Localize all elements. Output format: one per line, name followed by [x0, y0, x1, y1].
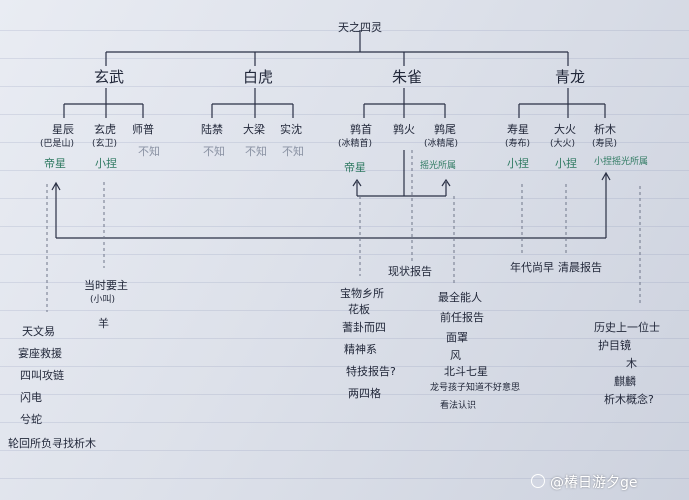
- general-alias: (寿民): [592, 139, 618, 149]
- root-label: 天之四灵: [338, 21, 382, 34]
- note-line: 兮蛇: [20, 413, 42, 426]
- note-line: 宝物乡所: [340, 287, 384, 300]
- general-alias: (玄卫): [92, 139, 118, 149]
- note-line: 四叫攻链: [20, 369, 64, 382]
- note-line: 天文易: [22, 325, 55, 338]
- note-line: 蓍卦而四: [342, 321, 386, 334]
- note-line: 精神系: [344, 343, 377, 356]
- note-line: 析木概念?: [604, 393, 654, 406]
- note-line: 护目镜: [598, 339, 631, 352]
- general-alias: (巴是山): [40, 139, 75, 149]
- note-line: 宴座救援: [18, 347, 62, 360]
- general-name: 玄虎: [94, 123, 116, 136]
- note-line: 轮回所负寻找析木: [8, 437, 96, 450]
- note-line: 两四格: [348, 387, 381, 400]
- general-name: 大火: [554, 123, 576, 136]
- general-note: 小捏: [555, 157, 577, 170]
- note-line: 羊: [98, 317, 109, 330]
- section-title-zhuque: 朱雀: [392, 68, 423, 86]
- note-line: 前任报告: [440, 311, 484, 324]
- general-note: 小捏: [95, 157, 117, 170]
- note-line: 年代尚早: [510, 261, 554, 274]
- section-title-qinglong: 青龙: [555, 68, 586, 86]
- note-line: 最全能人: [438, 291, 482, 304]
- general-name: 鹑首: [350, 123, 372, 136]
- note-line: (小叫): [90, 295, 116, 305]
- general-alias: (冰精尾): [424, 139, 459, 149]
- general-name: 析木: [594, 123, 616, 136]
- note-line: 面罩: [446, 331, 468, 344]
- note-line: 清晨报告: [558, 261, 602, 274]
- general-note: 摇光所属: [420, 161, 457, 171]
- section-title-xuanwu: 玄武: [94, 68, 125, 86]
- general-name: 鹑火: [393, 123, 415, 136]
- general-alias: (大火): [550, 139, 576, 149]
- note-line: 龙号孩子知道不好意思: [430, 383, 521, 393]
- note-line: 木: [626, 357, 637, 370]
- note-line: 看法认识: [440, 401, 477, 411]
- general-note: 不知: [282, 145, 304, 158]
- general-name: 师普: [132, 123, 154, 136]
- note-line: 特技报告?: [346, 365, 396, 378]
- general-note: 不知: [138, 145, 160, 158]
- note-line: 当时要主: [84, 279, 128, 292]
- weibo-logo-icon: [531, 474, 545, 488]
- watermark-text: @椿日游夕ge: [550, 475, 638, 491]
- note-line: 北斗七星: [444, 365, 488, 378]
- note-line: 风: [450, 349, 461, 362]
- note-line: 历史上一位士: [594, 321, 660, 334]
- general-name: 陆禁: [201, 123, 223, 136]
- general-alias: (冰精首): [338, 139, 373, 149]
- note-line: 花板: [348, 303, 370, 316]
- general-name: 鹑尾: [434, 123, 456, 136]
- general-note: 小捏: [507, 157, 529, 170]
- general-name: 实沈: [280, 123, 302, 136]
- general-note: 帝星: [344, 161, 366, 174]
- general-note: 小捏摇光所属: [594, 157, 649, 167]
- general-note: 帝星: [44, 157, 66, 170]
- general-note: 不知: [203, 145, 225, 158]
- general-name: 星辰: [52, 123, 74, 136]
- note-line: 闪电: [20, 391, 42, 404]
- general-alias: (寿布): [505, 139, 531, 149]
- general-name: 大梁: [243, 123, 265, 136]
- note-line: 现状报告: [388, 265, 432, 278]
- general-note: 不知: [245, 145, 267, 158]
- note-line: 麒麟: [614, 375, 636, 388]
- general-name: 寿星: [507, 123, 529, 136]
- section-title-baihu: 白虎: [243, 68, 274, 86]
